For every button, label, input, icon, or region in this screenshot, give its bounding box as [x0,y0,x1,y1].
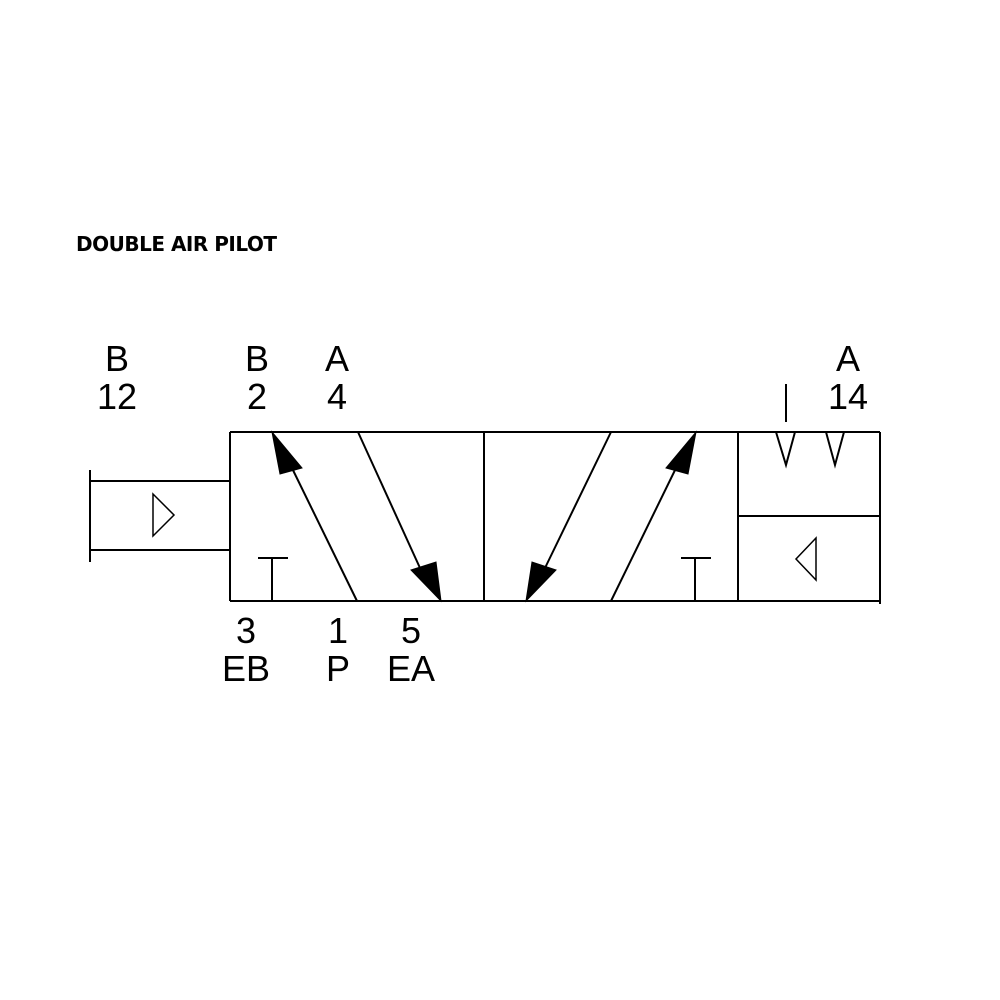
port-letter: A [324,338,349,379]
port-letter: EA [386,648,436,689]
port-label-a: A 4 [297,340,377,416]
port-letter: A [835,338,860,379]
port-label-p: 1 P [298,612,378,688]
port-label-eb: 3 EB [206,612,286,688]
port-label-pilot-left: B 12 [77,340,157,416]
flow-arrow-p-to-b [271,430,358,602]
flow-arrow-p-to-a [610,430,697,602]
pilot-triangle-icon [152,492,176,538]
left-pilot-actuator [89,470,230,562]
pilot-triangle-icon [794,536,817,582]
port-letter: EB [221,648,271,689]
detent-notch-icon [775,431,845,469]
port-label-pilot-right: A 14 [808,340,888,416]
diagram-caption: DOUBLE AIR PILOT [76,232,277,256]
blocked-port-right-icon [681,557,711,601]
port-letter: B [244,338,269,379]
flow-arrow-b-to-eb [525,431,612,603]
port-number: 3 [235,610,257,651]
port-number: 2 [246,376,268,417]
port-letter: P [325,648,350,689]
port-number: 1 [327,610,349,651]
port-letter: B [104,338,129,379]
right-pilot-actuator [738,384,881,604]
port-number: 12 [96,376,138,417]
blocked-port-left-icon [258,557,288,601]
port-number: 5 [400,610,422,651]
port-number: 4 [326,376,348,417]
port-label-b: B 2 [217,340,297,416]
flow-arrow-a-to-ea [357,431,442,603]
port-number: 14 [827,376,869,417]
port-label-ea: 5 EA [371,612,451,688]
